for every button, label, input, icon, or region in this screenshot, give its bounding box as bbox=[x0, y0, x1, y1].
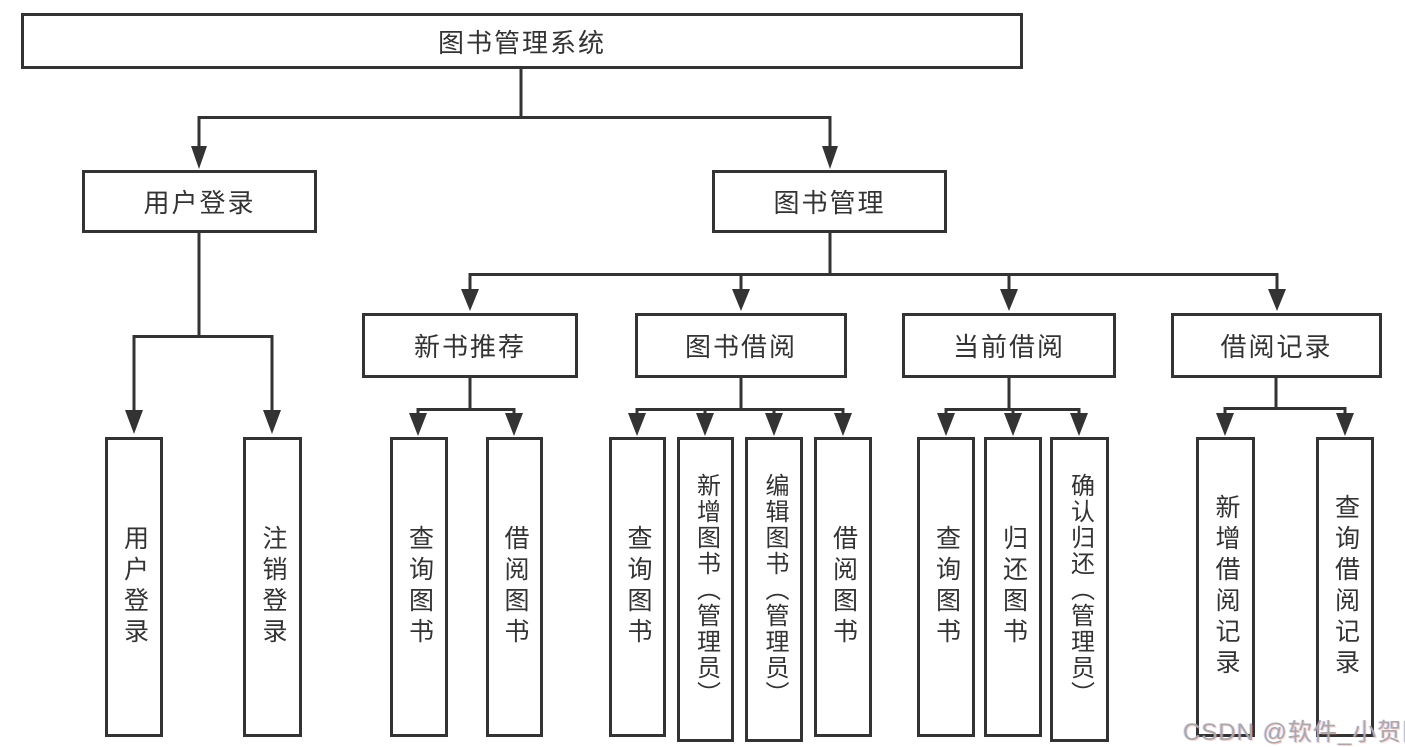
arrowhead-icon bbox=[191, 146, 207, 169]
node-label: 借阅图书 bbox=[501, 525, 529, 649]
node-label: 新增图书（管理员） bbox=[692, 472, 720, 707]
node-label: 图书借阅 bbox=[684, 332, 797, 362]
arrowhead-icon bbox=[696, 413, 714, 436]
node-label: 新书推荐 bbox=[413, 332, 526, 362]
node-logout: 注销登录 bbox=[243, 437, 302, 737]
node-label: 用户登录 bbox=[143, 188, 256, 218]
node-borrow-add-books-admin: 新增图书（管理员） bbox=[677, 437, 734, 742]
node-label: 借阅图书 bbox=[829, 525, 858, 649]
arrowhead-icon bbox=[765, 413, 783, 436]
node-label: 图书管理 bbox=[773, 188, 886, 218]
arrowhead-icon bbox=[1268, 289, 1286, 311]
node-borrow-query-books: 查询图书 bbox=[609, 437, 666, 737]
node-user-login-group: 用户登录 bbox=[82, 170, 317, 233]
node-borrow-edit-books-admin: 编辑图书（管理员） bbox=[745, 437, 803, 742]
arrowhead-icon bbox=[125, 410, 143, 434]
node-label: 查询图书 bbox=[932, 525, 961, 649]
arrowhead-icon bbox=[461, 289, 479, 311]
arrowhead-icon bbox=[1336, 413, 1354, 436]
node-new-book-recommend: 新书推荐 bbox=[362, 313, 578, 378]
node-records-add-record: 新增借阅记录 bbox=[1196, 437, 1255, 737]
node-label: 当前借阅 bbox=[952, 332, 1065, 362]
arrowhead-icon bbox=[263, 410, 281, 434]
arrowhead-icon bbox=[505, 413, 523, 436]
node-borrow-records: 借阅记录 bbox=[1171, 313, 1382, 378]
arrowhead-icon bbox=[628, 413, 646, 436]
node-label: 查询图书 bbox=[624, 525, 652, 649]
node-current-confirm-return-admin: 确认归还（管理员） bbox=[1050, 437, 1109, 742]
node-newbook-query-books: 查询图书 bbox=[390, 437, 448, 737]
arrowhead-icon bbox=[937, 413, 955, 436]
node-records-query-record: 查询借阅记录 bbox=[1316, 437, 1374, 737]
node-borrow-borrow-books: 借阅图书 bbox=[814, 437, 872, 737]
node-label: 查询图书 bbox=[405, 525, 434, 649]
node-label: 编辑图书（管理员） bbox=[761, 472, 788, 707]
arrowhead-icon bbox=[822, 146, 838, 169]
watermark: CSDN @软件_小贺同学 bbox=[1183, 719, 1405, 746]
node-root-label: 图书管理系统 bbox=[437, 27, 606, 58]
node-book-borrow: 图书借阅 bbox=[635, 313, 847, 378]
node-current-return-books: 归还图书 bbox=[984, 437, 1042, 737]
arrowhead-icon bbox=[409, 413, 427, 436]
node-label: 借阅记录 bbox=[1220, 332, 1333, 362]
node-current-borrow: 当前借阅 bbox=[902, 313, 1116, 378]
arrowhead-icon bbox=[1070, 413, 1088, 436]
arrowhead-icon bbox=[1004, 413, 1022, 436]
node-label: 查询借阅记录 bbox=[1331, 494, 1360, 680]
node-label: 归还图书 bbox=[999, 525, 1028, 649]
node-newbook-borrow-books: 借阅图书 bbox=[486, 437, 543, 737]
node-label: 注销登录 bbox=[259, 525, 287, 649]
node-label: 确认归还（管理员） bbox=[1066, 472, 1094, 707]
node-root: 图书管理系统 bbox=[21, 13, 1023, 69]
arrowhead-icon bbox=[732, 289, 750, 311]
arrowhead-icon bbox=[1216, 413, 1234, 436]
node-label: 用户登录 bbox=[120, 525, 149, 649]
node-book-management-group: 图书管理 bbox=[712, 170, 947, 233]
node-user-login: 用户登录 bbox=[105, 437, 163, 737]
arrowhead-icon bbox=[834, 413, 852, 436]
node-label: 新增借阅记录 bbox=[1212, 494, 1240, 680]
arrowhead-icon bbox=[1000, 289, 1018, 311]
node-current-query-books: 查询图书 bbox=[917, 437, 975, 737]
